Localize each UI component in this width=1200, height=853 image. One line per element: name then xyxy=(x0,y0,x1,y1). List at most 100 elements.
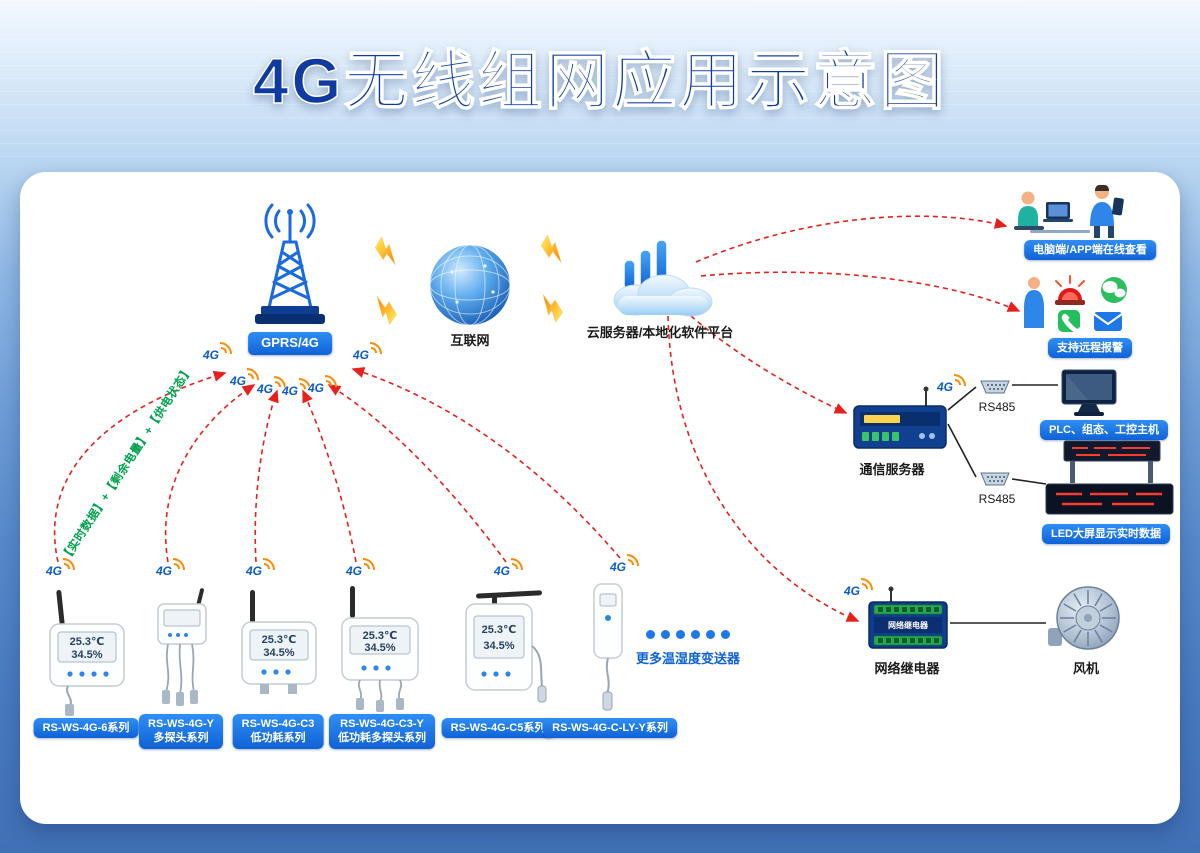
sensor-rs-ws-4g-y xyxy=(146,588,218,719)
4g-icon: 4G xyxy=(257,376,287,396)
signal-waves-icon xyxy=(263,558,276,570)
4g-label: 4G xyxy=(937,380,954,394)
signal-waves-icon xyxy=(363,558,376,570)
sensor-rs-ws-4g-c3: 25.3℃ 34.5% xyxy=(238,588,322,705)
signal-waves-icon xyxy=(861,578,874,590)
4g-label: 4G xyxy=(257,382,274,396)
4g-label: 4G xyxy=(246,564,263,578)
signal-waves-icon xyxy=(299,378,312,390)
sensor-badge-line1: RS-WS-4G-C3-Y xyxy=(340,718,424,730)
sensor-badge: RS-WS-4G-Y 多探头系列 xyxy=(139,714,223,749)
sensor-rs-ws-4g-6: 25.3℃ 34.5% xyxy=(44,586,136,723)
rs485-connector-bottom-icon xyxy=(978,470,1012,493)
4g-icon: 4G xyxy=(937,374,967,394)
signal-waves-icon xyxy=(954,374,967,386)
pc-viewers-icon xyxy=(1010,180,1135,247)
sensor-badge-line1: RS-WS-4G-Y xyxy=(148,718,214,730)
lcd-hum: 34.5% xyxy=(263,647,294,659)
header-stripes xyxy=(0,0,1200,165)
cloud-server-label: 云服务器/本地化软件平台 xyxy=(586,325,734,340)
cell-tower-icon xyxy=(245,202,335,333)
sensor-badge: RS-WS-4G-C3 低功耗系列 xyxy=(232,714,324,749)
rs485-connector-top-icon xyxy=(978,378,1012,401)
4g-icon: 4G xyxy=(203,342,233,362)
signal-waves-icon xyxy=(247,368,260,380)
sensor-badge: RS-WS-4G-6系列 xyxy=(33,718,139,739)
signal-waves-icon xyxy=(173,558,186,570)
wired-links xyxy=(947,384,1058,624)
sensor-badge-line1: RS-WS-4G-C5系列 xyxy=(450,722,546,734)
4g-label: 4G xyxy=(156,564,173,578)
signal-waves-icon xyxy=(627,554,640,566)
sensor-badge-line1: RS-WS-4G-6系列 xyxy=(42,722,130,734)
sensor-badge-line2: 低功耗多探头系列 xyxy=(338,732,426,745)
comm-server-icon xyxy=(852,386,948,457)
sensor-badge-line2: 多探头系列 xyxy=(153,732,209,745)
comm-server-label: 通信服务器 xyxy=(859,462,925,477)
4g-label: 4G xyxy=(494,564,511,578)
4g-icon: 4G xyxy=(230,368,260,388)
remote-alarm-badge: 支持远程报警 xyxy=(1048,338,1132,359)
rs485-top-label: RS485 xyxy=(978,400,1016,414)
network-relay-icon: 网络继电器 xyxy=(865,586,951,655)
signal-waves-icon xyxy=(325,375,338,387)
led-badge: LED大屏显示实时数据 xyxy=(1042,524,1170,545)
cloud-server-icon xyxy=(602,238,718,327)
internet-label: 互联网 xyxy=(450,333,490,348)
4g-label: 4G xyxy=(610,560,627,574)
4g-icon: 4G xyxy=(246,558,276,578)
sensor-rs-ws-4g-c3-y: 25.3℃ 34.5% xyxy=(336,584,428,717)
gprs-4g-badge: GPRS/4G xyxy=(248,332,332,355)
lcd-hum: 34.5% xyxy=(483,640,514,652)
4g-label: 4G xyxy=(230,374,247,388)
sensor-badge: RS-WS-4G-C5系列 xyxy=(441,718,555,739)
diagram-card: GPRS/4G 互联网 xyxy=(20,172,1180,824)
4g-label: 4G xyxy=(353,348,370,362)
sensor-badge-line1: RS-WS-4G-C3 xyxy=(241,718,315,730)
signal-waves-icon xyxy=(63,558,76,570)
lcd-hum: 34.5% xyxy=(364,642,395,654)
4g-icon: 4G xyxy=(282,378,312,398)
4g-icon: 4G xyxy=(494,558,524,578)
lcd-temp: 25.3℃ xyxy=(70,636,105,648)
red-dashed-arrows xyxy=(53,215,1021,622)
4g-icon: 4G xyxy=(610,554,640,574)
sensor-badge: RS-WS-4G-C3-Y 低功耗多探头系列 xyxy=(329,714,435,749)
more-sensors-label: 更多温湿度变送器 xyxy=(635,651,741,666)
relay-label: 网络继电器 xyxy=(874,661,940,676)
4g-label: 4G xyxy=(282,384,299,398)
connections-layer xyxy=(53,215,1058,624)
signal-waves-icon xyxy=(220,342,233,354)
led-display-icon xyxy=(1042,432,1177,525)
fan-label: 风机 xyxy=(1072,661,1100,676)
signal-waves-icon xyxy=(511,558,524,570)
plc-badge: PLC、组态、工控主机 xyxy=(1040,420,1168,441)
fan-icon xyxy=(1048,582,1124,659)
4g-label: 4G xyxy=(346,564,363,578)
plc-monitor-icon xyxy=(1060,368,1118,423)
signal-waves-icon xyxy=(274,376,287,388)
4g-label: 4G xyxy=(308,381,325,395)
4g-label: 4G xyxy=(46,564,63,578)
lcd-temp: 25.3℃ xyxy=(363,630,398,642)
sensor-badge-line1: RS-WS-4G-C-LY-Y系列 xyxy=(552,722,668,734)
lcd-temp: 25.3℃ xyxy=(262,634,297,646)
4g-icon: 4G xyxy=(308,375,338,395)
signal-waves-icon xyxy=(370,342,383,354)
remote-alarm-icons xyxy=(1022,274,1152,339)
sensor-rs-ws-4g-c5: 25.3℃ 34.5% xyxy=(448,586,552,719)
relay-device-print: 网络继电器 xyxy=(888,620,929,630)
4g-icon: 4G xyxy=(346,558,376,578)
lcd-temp: 25.3℃ xyxy=(482,624,517,636)
4g-icon: 4G xyxy=(156,558,186,578)
lightning-bolts-icon xyxy=(374,234,563,325)
4g-icon: 4G xyxy=(46,558,76,578)
4g-icon: 4G xyxy=(353,342,383,362)
4g-label: 4G xyxy=(844,584,861,598)
sensor-rs-ws-4g-c-ly-y xyxy=(576,580,640,717)
4g-icon: 4G xyxy=(844,578,874,598)
lcd-hum: 34.5% xyxy=(71,649,102,661)
rs485-bottom-label: RS485 xyxy=(978,492,1016,506)
sensor-badge-line2: 低功耗系列 xyxy=(250,732,306,745)
4g-label: 4G xyxy=(203,348,220,362)
